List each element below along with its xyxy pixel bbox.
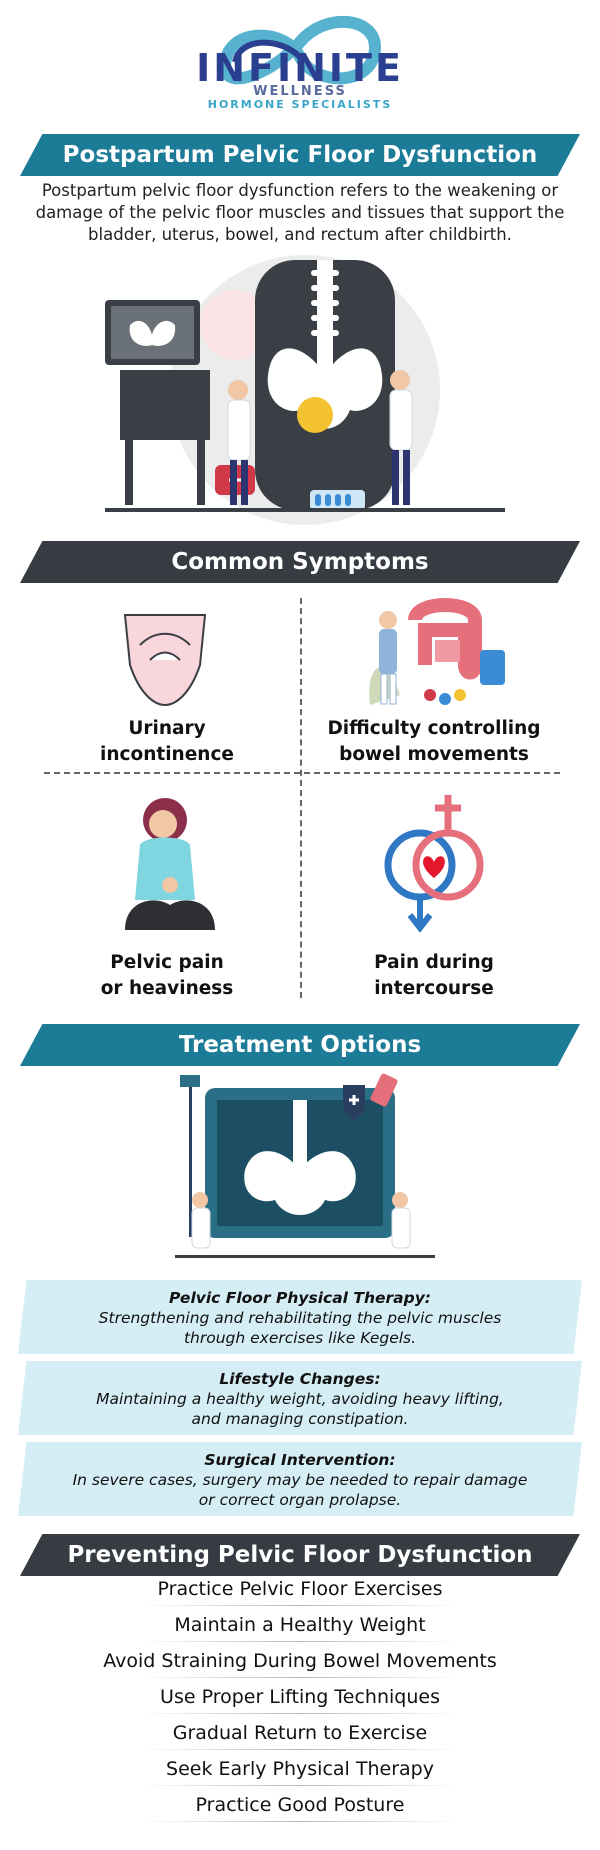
intro-text: Postpartum pelvic floor dysfunction refe… [35,181,565,244]
symptom-label-intercourse: Pain during intercourse [374,952,494,999]
prevention-heading: Preventing Pelvic Floor Dysfunction [20,1534,580,1576]
treatment-item-physical-therapy: Pelvic Floor Physical Therapy: Strengthe… [18,1280,582,1354]
urinary-incontinence-icon [123,614,207,707]
treatment-heading: Treatment Options [20,1024,580,1066]
treatment-item-surgery: Surgical Intervention: In severe cases, … [18,1442,582,1516]
prevention-item: Practice Pelvic Floor Exercises [0,1572,600,1608]
infinity-logo-icon [218,15,382,85]
prevention-item: Use Proper Lifting Techniques [0,1680,600,1716]
symptom-label-pelvic-pain: Pelvic pain or heaviness [100,952,234,999]
treatment-item-lifestyle: Lifestyle Changes: Maintaining a healthy… [18,1361,582,1435]
prevention-item: Maintain a Healthy Weight [0,1608,600,1644]
prevention-item: Gradual Return to Exercise [0,1716,600,1752]
prevention-item: Practice Good Posture [0,1788,600,1824]
prevention-list: Practice Pelvic Floor Exercises Maintain… [0,1572,600,1824]
prevention-item: Seek Early Physical Therapy [0,1752,600,1788]
woman-pelvic-pain-icon [125,798,215,930]
logo-subtitle-wellness: WELLNESS [253,84,347,99]
pelvis-xray-doctors-illustration [105,255,505,525]
gender-heart-symbol-icon [384,795,484,933]
page-title: Postpartum Pelvic Floor Dysfunction [20,134,580,176]
brand-logo: INFINITE WELLNESS HORMONE SPECIALISTS [0,0,600,128]
grid-divider-horizontal [44,772,560,774]
symptom-label-urinary: Urinary incontinence [100,718,234,765]
logo-subtitle-specialists: HORMONE SPECIALISTS [207,98,393,111]
logo-brand-text: INFINITE [196,46,404,90]
grid-divider-vertical [300,598,302,998]
symptom-label-bowel: Difficulty controlling bowel movements [327,718,541,765]
treatment-xray-doctors-illustration [175,1073,435,1258]
bowel-intestine-icon [369,598,505,705]
symptoms-heading: Common Symptoms [20,541,580,583]
prevention-item: Avoid Straining During Bowel Movements [0,1644,600,1680]
